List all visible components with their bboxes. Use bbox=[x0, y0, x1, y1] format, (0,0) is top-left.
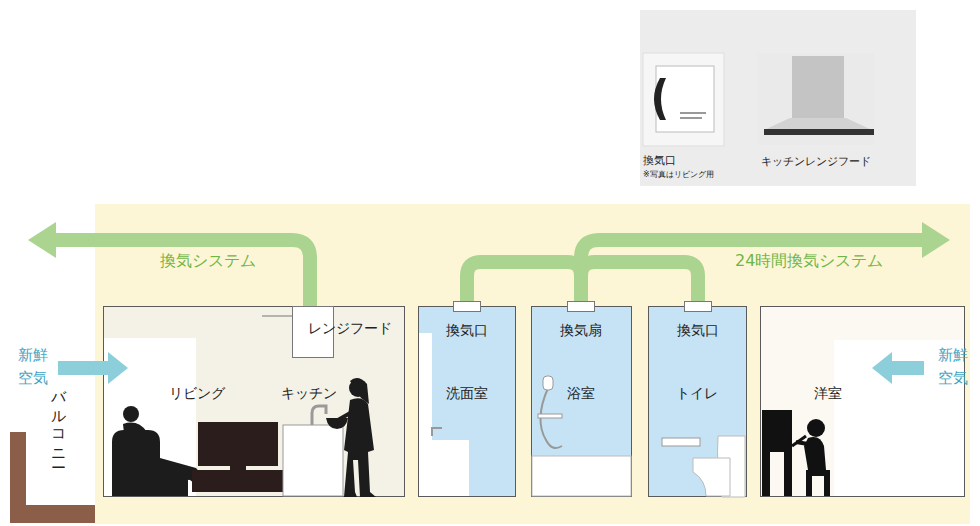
system-label: 24時間換気システム bbox=[735, 251, 883, 270]
vent-photo bbox=[643, 53, 724, 146]
person-head bbox=[807, 419, 825, 437]
hood-photo bbox=[757, 53, 874, 145]
photo-caption: 換気口 bbox=[643, 154, 676, 167]
system-label: 換気システム bbox=[160, 251, 256, 270]
washroom-vanity bbox=[419, 440, 469, 496]
western-room: 洋室 bbox=[760, 306, 965, 497]
hood-rim bbox=[764, 129, 874, 135]
exhaust-arrowhead bbox=[922, 222, 950, 258]
shower-hose bbox=[540, 388, 562, 448]
sofa bbox=[112, 430, 188, 496]
edge-group bbox=[467, 262, 698, 301]
photo-panel bbox=[640, 10, 916, 186]
person-arm bbox=[796, 442, 808, 444]
room-label: 浴室 bbox=[567, 385, 595, 402]
vent-plate bbox=[656, 66, 714, 132]
person-body bbox=[804, 437, 826, 470]
tv-stand bbox=[230, 466, 246, 470]
bowl bbox=[326, 418, 348, 429]
fresh-air-arrowhead bbox=[108, 352, 128, 384]
range-hood-box: レンジフード bbox=[292, 306, 334, 358]
room-label: キッチン bbox=[281, 385, 337, 402]
toilet-tank bbox=[718, 436, 746, 497]
toilet-room: トイレ換気口 bbox=[648, 306, 747, 497]
kitchen-faucet bbox=[312, 406, 326, 425]
room-label: 洋室 bbox=[814, 385, 842, 402]
person-head bbox=[123, 406, 139, 422]
vent-grille bbox=[654, 78, 666, 120]
person-head bbox=[349, 379, 367, 397]
fresh-air-arrow bbox=[58, 361, 110, 375]
duct-connector bbox=[467, 262, 581, 301]
vent-box: 換気口 bbox=[453, 301, 481, 312]
fresh-air-arrowhead bbox=[872, 352, 892, 384]
fan-box: 換気扇 bbox=[567, 301, 595, 312]
room-label: トイレ bbox=[676, 385, 718, 402]
television bbox=[198, 422, 278, 466]
bathroom: 浴室換気扇 bbox=[531, 306, 632, 497]
shower-head bbox=[543, 376, 553, 390]
vent-label: 換気口 bbox=[446, 322, 488, 339]
washroom-faucet bbox=[432, 428, 442, 436]
living-kitchen-room: リビング キッチン レンジフード bbox=[103, 306, 405, 497]
hood-canopy bbox=[764, 118, 872, 130]
hood-chimney bbox=[792, 56, 844, 120]
washroom: 洗面室換気口 bbox=[418, 306, 516, 497]
vent-sticker bbox=[680, 112, 706, 114]
exhaust-duct bbox=[581, 240, 922, 301]
study-desk bbox=[762, 410, 792, 496]
fresh-air-label: 新鮮 空気 bbox=[18, 344, 52, 390]
kitchen-counter bbox=[283, 425, 343, 496]
washroom-mirror bbox=[419, 333, 432, 440]
person-body bbox=[123, 423, 210, 491]
vent-label: 換気口 bbox=[677, 322, 719, 339]
person-hair bbox=[350, 378, 369, 404]
chair bbox=[806, 470, 830, 496]
equipment-label: レンジフード bbox=[308, 320, 392, 337]
vent-sticker bbox=[680, 117, 702, 119]
toilet-bowl bbox=[693, 458, 730, 496]
person-arm bbox=[338, 412, 352, 420]
exhaust-duct bbox=[54, 240, 310, 306]
living-window bbox=[104, 338, 196, 496]
exhaust-arrowhead bbox=[28, 222, 56, 258]
bathtub bbox=[532, 456, 631, 496]
tv-cabinet bbox=[192, 470, 284, 492]
book bbox=[792, 436, 806, 446]
photo-caption: キッチンレンジフード bbox=[761, 155, 871, 168]
photo-range-hood: キッチンレンジフード bbox=[757, 53, 874, 145]
room-label: リビング bbox=[169, 385, 225, 402]
grab-bar bbox=[538, 414, 562, 418]
fresh-air-label: 新鮮 空気 bbox=[938, 344, 972, 390]
balcony-label: バルコニー bbox=[50, 380, 68, 463]
paper-holder bbox=[662, 438, 700, 446]
house-background bbox=[95, 204, 970, 524]
person-body bbox=[344, 398, 376, 497]
photo-note: ※写真はリビング用 bbox=[643, 170, 714, 180]
vent-box: 換気口 bbox=[684, 301, 712, 312]
duct-connector bbox=[581, 262, 698, 301]
kitchen-cabinet bbox=[262, 316, 292, 317]
photo-vent: 換気口※写真はリビング用 bbox=[643, 53, 724, 146]
room-label: 洗面室 bbox=[446, 385, 488, 402]
fresh-air-arrow bbox=[890, 361, 924, 375]
vent-label: 換気扇 bbox=[560, 322, 602, 339]
